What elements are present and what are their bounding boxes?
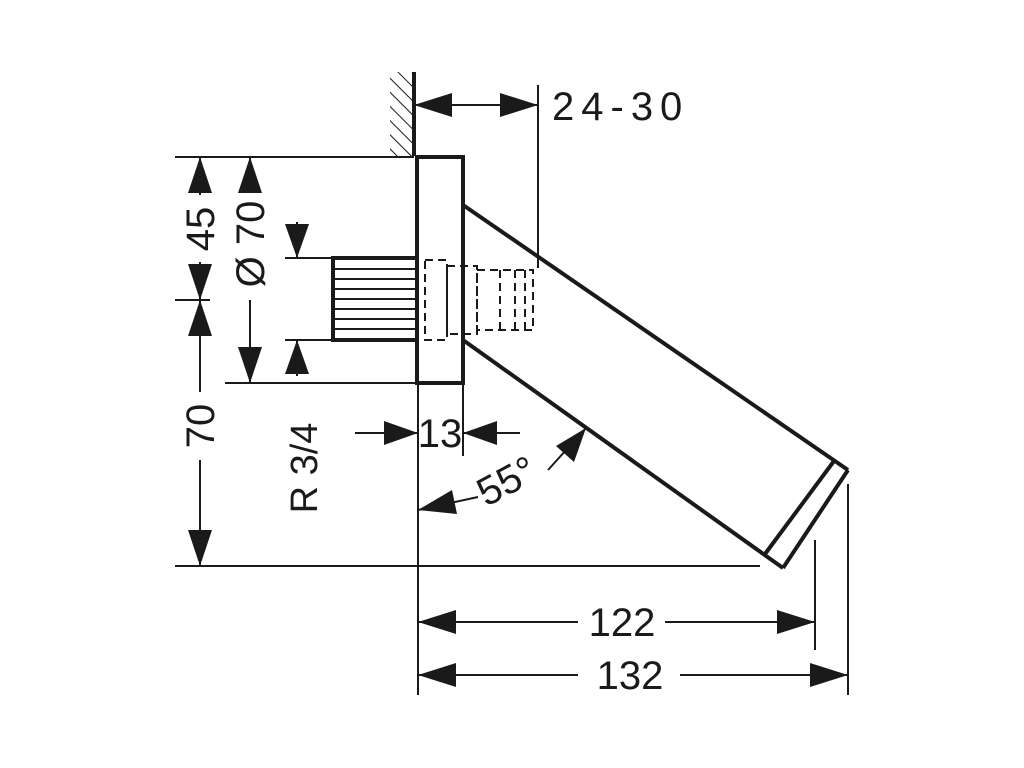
- dimension-graphics: [188, 93, 848, 687]
- height-upper-label: 45: [179, 207, 223, 252]
- projection-short-label: 122: [589, 601, 656, 645]
- flange-plate: [415, 155, 465, 385]
- diameter-label: Ø 70: [229, 201, 273, 288]
- hidden-thread-detail: [424, 259, 534, 341]
- threaded-connector: [331, 256, 419, 342]
- spout: [461, 203, 850, 570]
- wall: [390, 72, 416, 156]
- spout-bottom-edge: [461, 338, 785, 570]
- spout-end-face: [781, 468, 850, 570]
- flange-depth-label: 13: [418, 412, 463, 456]
- extension-lines: [175, 85, 849, 695]
- spout-end-ring: [763, 459, 836, 556]
- angle-label: 55°: [470, 448, 544, 515]
- height-lower-label: 70: [179, 404, 223, 449]
- wall-thickness-label: 24-30: [552, 85, 689, 129]
- thread-label: R 3/4: [284, 423, 326, 514]
- wall-hatch: [390, 72, 414, 156]
- spout-top-edge: [461, 203, 850, 472]
- projection-long-label: 132: [597, 654, 664, 698]
